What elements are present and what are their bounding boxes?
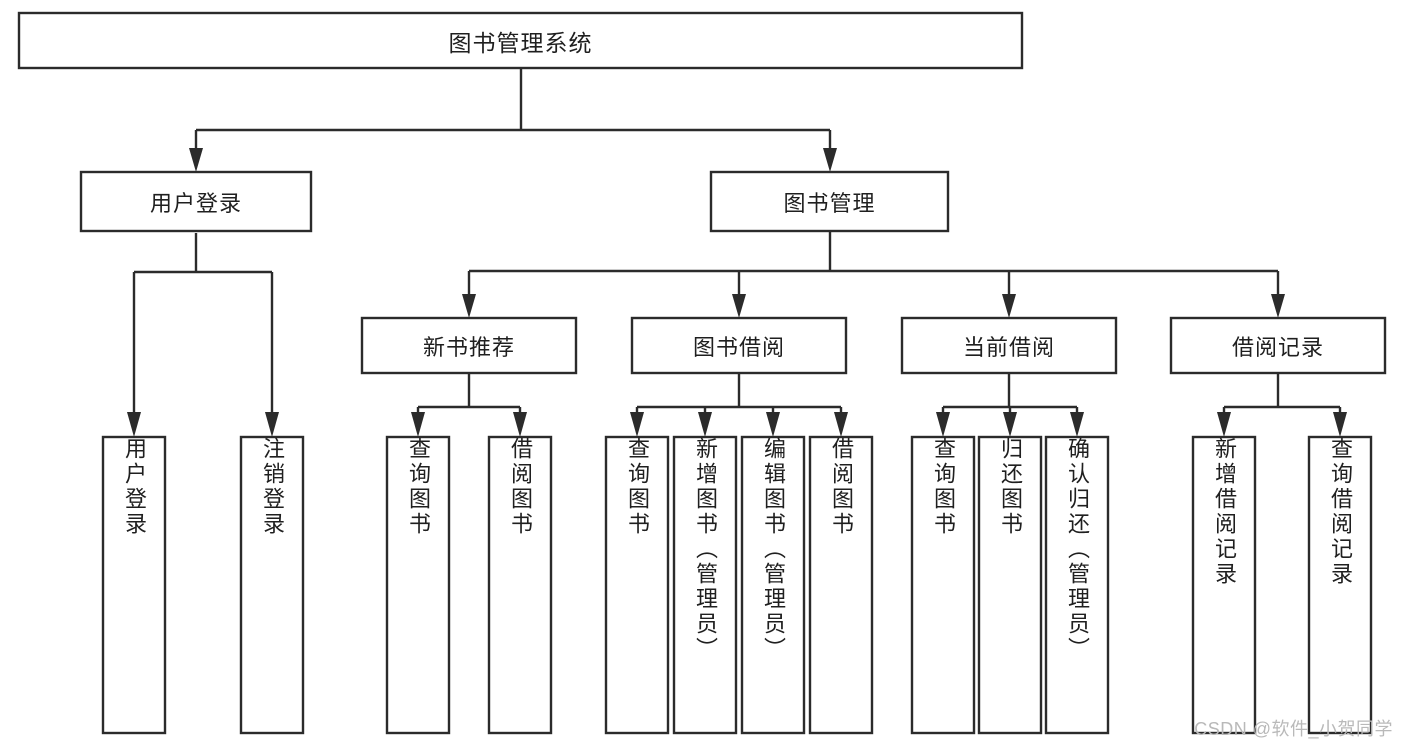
arrowhead-leaf-return-book: [1003, 412, 1017, 437]
arrowhead-book-manage: [823, 148, 837, 172]
node-rect-group: [17, 11, 1387, 735]
node-leaf-query-book-3[interactable]: [910, 435, 976, 735]
node-book-borrow[interactable]: [630, 316, 848, 375]
node-borrow-record[interactable]: [1169, 316, 1387, 375]
arrowhead-leaf-confirm-return: [1070, 412, 1084, 437]
node-leaf-borrow-book-1[interactable]: [487, 435, 553, 735]
node-book-manage[interactable]: [709, 170, 950, 233]
arrowhead-leaf-query-record: [1333, 412, 1347, 437]
arrowhead-leaf-add-record: [1217, 412, 1231, 437]
arrowhead-leaf-borrow-book-2: [834, 412, 848, 437]
arrowhead-book-borrow: [732, 294, 746, 318]
arrowhead-borrow-record: [1271, 294, 1285, 318]
arrowhead-leaf-borrow-book-1: [513, 412, 527, 437]
node-leaf-return-book[interactable]: [977, 435, 1043, 735]
node-current-borrow[interactable]: [900, 316, 1118, 375]
arrowhead-leaf-user-logout: [265, 412, 279, 437]
arrowhead-leaf-edit-book: [766, 412, 780, 437]
node-leaf-query-book-2[interactable]: [604, 435, 670, 735]
node-user-login[interactable]: [79, 170, 313, 233]
node-leaf-user-logout[interactable]: [239, 435, 305, 735]
connector-group: [127, 68, 1347, 437]
node-leaf-borrow-book-2[interactable]: [808, 435, 874, 735]
node-leaf-user-login[interactable]: [101, 435, 167, 735]
arrowhead-leaf-add-book: [698, 412, 712, 437]
csdn-watermark: CSDN @软件_小贺同学: [1194, 719, 1393, 739]
node-leaf-edit-book[interactable]: [740, 435, 806, 735]
node-leaf-add-book[interactable]: [672, 435, 738, 735]
arrowhead-leaf-query-book-3: [936, 412, 950, 437]
arrowhead-user-login: [189, 148, 203, 172]
arrowhead-leaf-query-book-1: [411, 412, 425, 437]
node-root[interactable]: [17, 11, 1024, 70]
node-leaf-confirm-return[interactable]: [1044, 435, 1110, 735]
arrowhead-leaf-query-book-2: [630, 412, 644, 437]
arrowhead-new-book-recommend: [462, 294, 476, 318]
node-leaf-query-record[interactable]: [1307, 435, 1373, 735]
node-leaf-add-record[interactable]: [1191, 435, 1257, 735]
arrowhead-current-borrow: [1002, 294, 1016, 318]
node-new-book-recommend[interactable]: [360, 316, 578, 375]
node-leaf-query-book-1[interactable]: [385, 435, 451, 735]
arrowhead-leaf-user-login: [127, 412, 141, 437]
